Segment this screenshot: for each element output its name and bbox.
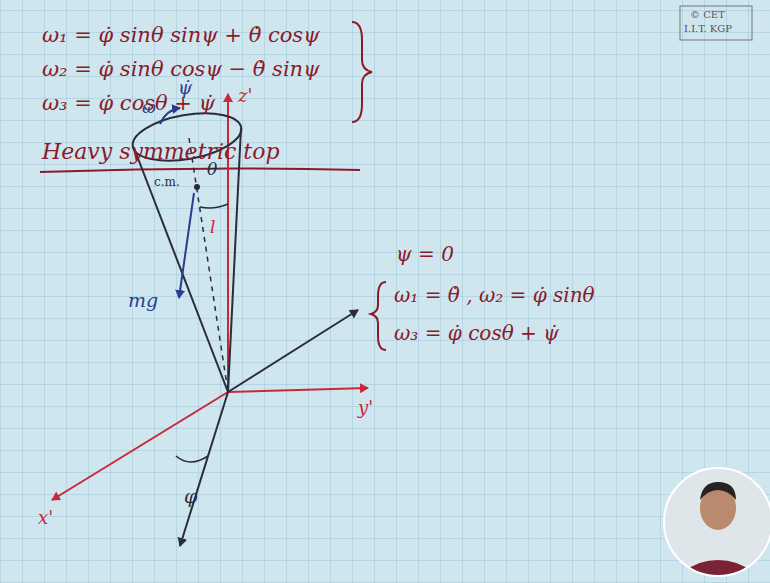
line-of-nodes [228,310,358,392]
cm-label: c.m. [154,176,180,189]
omega-label: ω [142,98,156,117]
condition: ψ = 0 [396,243,454,265]
watermark: © CET [690,9,725,20]
center-of-mass [194,184,200,190]
symmetry-axis [189,138,228,392]
brace [371,282,386,350]
angle-label: θ [207,160,217,179]
equation: ω₁ = φ̇ sinθ sinψ + θ̇ cosψ [42,24,320,47]
angle-label: φ [184,486,197,507]
theta-arc [200,204,228,208]
presenter-photo [664,468,770,583]
spin-label: ψ̇ [178,78,192,98]
weight-arrow [179,193,194,298]
title: Heavy symmetric top [42,140,280,164]
cone-edge [134,148,228,392]
weight-label: mg [128,290,158,311]
cone-edge [228,128,241,392]
phi-arc [176,456,208,462]
equation: ω₃ = φ̇ cosθ + ψ̇ [394,322,559,344]
axis-label: x' [38,508,53,528]
projection-axis [180,392,228,546]
z-axis [227,94,229,392]
y-axis [228,388,368,392]
axis-label: z' [238,86,252,106]
presenter-frame [664,468,770,576]
brace [352,22,372,122]
axis-label: y' [358,398,373,418]
watermark: I.I.T. KGP [684,23,732,34]
watermark-box [680,6,752,40]
x-axis [52,392,228,500]
equation: ω₁ = θ̇ , ω₂ = φ̇ sinθ [394,284,595,306]
title-underline [40,168,360,172]
length-label: l [210,218,215,237]
